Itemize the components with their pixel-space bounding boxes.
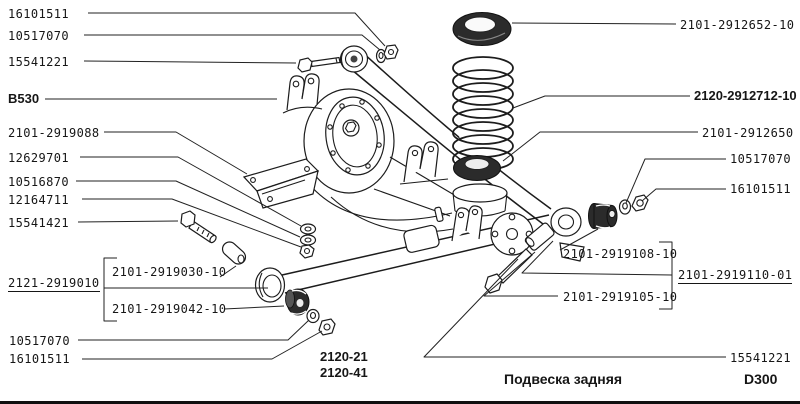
spring-lower-insulator (453, 155, 501, 181)
spacer-sleeve-rear (524, 222, 555, 251)
assembly-bracket-left (103, 257, 268, 322)
callout-10517070-right: 10517070 (730, 152, 791, 166)
arm-rear-bracket-ears (451, 205, 483, 242)
callout-2912712: 2120-2912712-10 (694, 88, 797, 103)
front-nut (318, 318, 336, 336)
spring-upper-insulator (452, 12, 512, 46)
callout-16101511-bottom: 16101511 (9, 352, 70, 366)
callout-12164711: 12164711 (8, 193, 69, 207)
sheet-code: D300 (744, 371, 778, 387)
axle-tube-bracket (399, 141, 449, 185)
callout-10516870: 10516870 (8, 175, 69, 189)
upper-rod-front-bolt (297, 56, 341, 73)
rod-rear-mount-tab (559, 242, 585, 262)
callout-10517070-bottom: 10517070 (9, 334, 70, 348)
upper-rod-rear-eye (550, 207, 582, 237)
page-bottom-rule (0, 401, 800, 404)
callout-16101511-top: 16101511 (8, 7, 69, 21)
callout-assembly-2121-2919010: 2121-2919010 (8, 276, 100, 292)
model-code-2120-21: 2120-21 (320, 349, 368, 364)
arm-front-bolt (180, 210, 217, 244)
coil-spring (452, 56, 514, 171)
upper-rod-front-eye (339, 45, 369, 73)
rear-rubber-bushing (588, 202, 618, 230)
washer-stack (299, 223, 317, 259)
callout-10517070-top: 10517070 (8, 29, 69, 43)
callout-15541221-top: 15541221 (8, 55, 69, 69)
leader-lines (45, 12, 726, 360)
arm-rear-bolt (484, 248, 533, 294)
callout-2919105: 2101-2919105-10 (563, 290, 678, 304)
upper-rod-axle-bracket (282, 73, 323, 114)
differential-cover (325, 96, 385, 176)
callout-assembly-2919110: 2101-2919110-01 (678, 268, 793, 284)
upper-reaction-rod (351, 51, 552, 225)
spacer-sleeve-front (221, 241, 247, 265)
callout-15541221-right: 15541221 (730, 351, 791, 365)
assembly-bracket-right (521, 240, 673, 310)
callout-16101511-right: 16101511 (730, 182, 791, 196)
upper-front-washer (375, 48, 387, 64)
front-washer (306, 308, 320, 324)
arm-rear-bracket-plate (490, 212, 534, 256)
callout-2912652: 2101-2912652-10 (680, 18, 795, 32)
page-title: Подвеска задняя (504, 371, 623, 387)
lower-trailing-arm (281, 206, 552, 294)
lower-arm-front-bushing-inner (285, 288, 310, 316)
model-code-2120-41: 2120-41 (320, 365, 368, 380)
rear-washer (618, 199, 632, 215)
callout-15541421: 15541421 (8, 216, 69, 230)
callout-2919088: 2101-2919088 (8, 126, 100, 140)
callout-2919042: 2101-2919042-10 (112, 302, 227, 316)
callout-12629701: 12629701 (8, 151, 69, 165)
lower-arm-front-bushing-outer (254, 267, 286, 303)
callout-2919030: 2101-2919030-10 (112, 265, 227, 279)
callout-2919108: 2101-2919108-10 (563, 247, 678, 261)
callout-2912650: 2101-2912650 (702, 126, 794, 140)
callout-b530: В530 (8, 91, 40, 106)
upper-front-nut (383, 44, 399, 60)
shock-absorber-bracket (242, 158, 320, 209)
